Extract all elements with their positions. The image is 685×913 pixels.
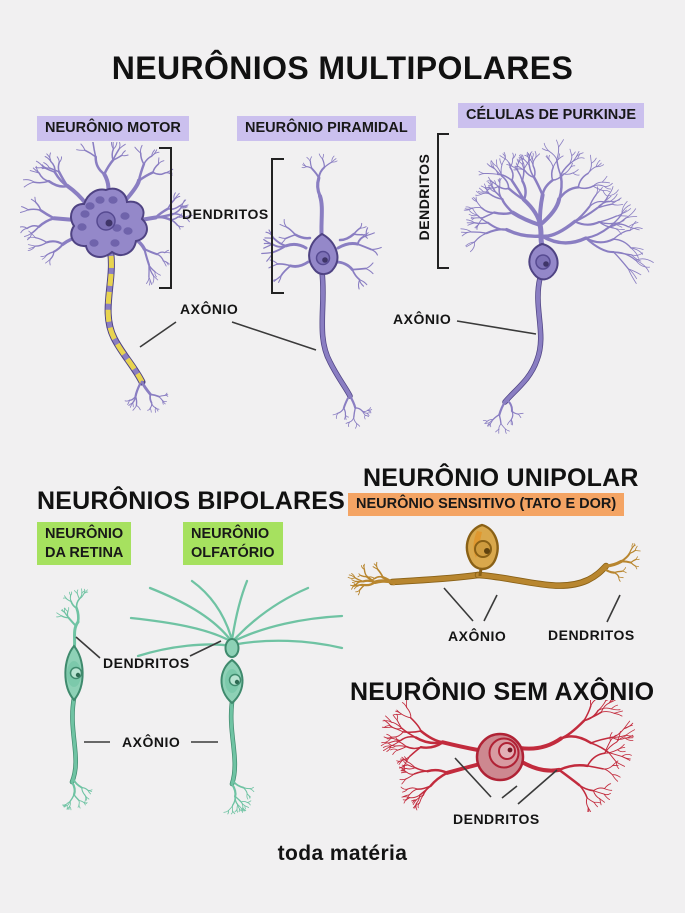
dendritos-label-unipolar: DENDRITOS xyxy=(548,627,635,643)
pyramidal-neuron-illustration xyxy=(261,153,382,429)
dendrites-bracket-purkinje xyxy=(437,133,449,269)
axonio-label-purkinje: AXÔNIO xyxy=(393,311,452,327)
axonio-label-bipolar: AXÔNIO xyxy=(122,734,181,750)
purkinje-cell-illustration xyxy=(460,139,654,434)
label-celulas-de-purkinje: CÉLULAS DE PURKINJE xyxy=(458,103,644,128)
multipolar-heading: NEURÔNIOS MULTIPOLARES xyxy=(111,50,574,86)
unipolar-heading: NEURÔNIO UNIPOLAR xyxy=(363,464,639,492)
axonio-label-multipolar: AXÔNIO xyxy=(180,301,239,317)
sem-axonio-heading: NEURÔNIO SEM AXÔNIO xyxy=(350,678,655,706)
olfactory-bipolar-neuron-illustration xyxy=(129,579,344,815)
label-neuronio-piramidal: NEURÔNIO PIRAMIDAL xyxy=(237,116,416,141)
bipolar-heading: NEURÔNIOS BIPOLARES xyxy=(37,487,345,515)
axonless-neuron-illustration xyxy=(380,700,635,812)
dendritos-label-purkinje: DENDRITOS xyxy=(416,153,432,241)
label-neuronio-da-retina: NEURÔNIO DA RETINA xyxy=(37,522,132,566)
dendrites-bracket-motor xyxy=(159,147,172,289)
axonio-label-unipolar: AXÔNIO xyxy=(448,628,507,644)
retina-bipolar-neuron-illustration xyxy=(56,588,93,811)
unipolar-neuron-illustration xyxy=(347,523,641,596)
motor-neuron-illustration xyxy=(20,142,193,413)
dendritos-label-bipolar: DENDRITOS xyxy=(103,655,190,671)
label-neuronio-olfatorio: NEURÔNIO OLFATÓRIO xyxy=(183,522,283,566)
toda-materia-logo: toda matéria xyxy=(277,842,408,865)
label-retina-line2: DA RETINA xyxy=(45,544,124,561)
label-olfatorio-line2: OLFATÓRIO xyxy=(191,544,275,561)
label-neuronio-motor: NEURÔNIO MOTOR xyxy=(37,116,189,141)
label-neuronio-sensitivo: NEURÔNIO SENSITIVO (TATO E DOR) xyxy=(348,493,625,516)
dendritos-label-multipolar: DENDRITOS xyxy=(182,206,269,222)
label-retina-line1: NEURÔNIO xyxy=(45,526,124,542)
dendritos-label-sem-axonio: DENDRITOS xyxy=(453,811,540,827)
dendrites-bracket-pyramidal xyxy=(271,158,284,294)
label-olfatorio-line1: NEURÔNIO xyxy=(191,526,270,542)
